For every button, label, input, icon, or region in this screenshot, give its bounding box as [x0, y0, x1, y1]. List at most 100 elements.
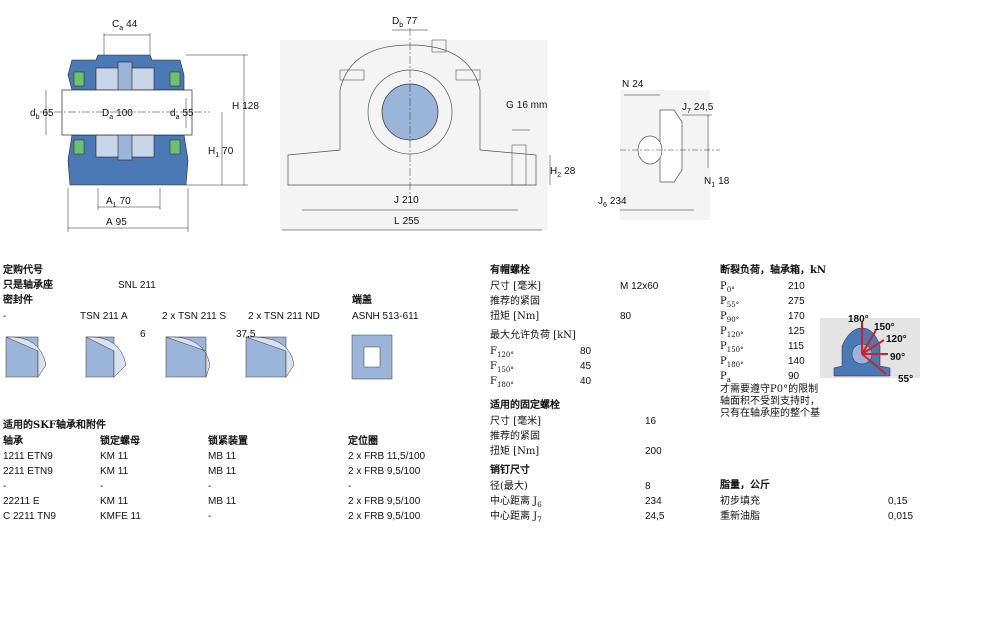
ca-symbol: C [112, 19, 119, 30]
accessories-cell: MB 11 [208, 466, 237, 477]
svg-text:G16 mm: G16 mm [506, 100, 547, 111]
dowel-label: 中心距离 J7 [490, 511, 542, 524]
seal-option: 2 x TSN 211 S [162, 311, 227, 322]
cap-bolts-label: 尺寸 [毫米] [490, 281, 541, 292]
seal-option: 2 x TSN 211 ND [248, 311, 320, 322]
grease-title: 脂量，公斤 [720, 480, 770, 491]
accessories-cell: KM 11 [100, 496, 129, 507]
designation-title: 定购代号 [3, 265, 43, 276]
breaking-load-label: P150° [720, 341, 744, 354]
accessories-title: 适用的SKF轴承和附件 [3, 420, 107, 431]
end-cover-label: 端盖 [352, 295, 372, 306]
grease-value: 0,15 [888, 496, 908, 507]
accessories-cell: 22211 E [3, 496, 40, 507]
cap-bolts-label: 推荐的紧固 [490, 296, 540, 307]
breaking-load-value: 210 [788, 281, 805, 292]
seal-dim-6: 6 [140, 329, 146, 340]
seal-thumbnails: 6 37,5 [5, 329, 393, 380]
seal-thumb-none [5, 336, 47, 378]
seal-thumb-tsn-nd [245, 336, 295, 378]
cap-bolts-label: 扭矩 [Nm] [490, 311, 540, 322]
angle-label: 180° [848, 314, 869, 325]
accessories-cell: C 2211 TN9 [3, 511, 56, 522]
svg-text:N24: N24 [622, 79, 644, 90]
end-cover-option: ASNH 513-611 [352, 311, 419, 322]
attachment-bolts-title: 适用的固定螺栓 [490, 400, 560, 411]
svg-text:A95: A95 [106, 217, 127, 228]
seal-thumb-tsn-a [85, 336, 127, 378]
grease-label: 初步填充 [720, 496, 760, 507]
attachment-bolts-value: 16 [645, 416, 657, 427]
accessories-cell: 1211 ETN9 [3, 451, 53, 462]
seal-option: TSN 211 A [80, 311, 128, 322]
max-load-title: 最大允许负荷 [kN] [490, 330, 576, 341]
attachment-bolts-label: 扭矩 [Nm] [490, 446, 540, 457]
cap-bolts-value: 80 [620, 311, 632, 322]
breaking-load-value: 125 [788, 326, 805, 337]
accessories-cell: 2211 ETN9 [3, 466, 53, 477]
accessories-cell: KMFE 11 [100, 511, 141, 522]
breaking-load-value: 90 [788, 371, 800, 382]
grease-label: 重新油脂 [720, 511, 760, 522]
breaking-loads-title: 断裂负荷，轴承箱，kN [720, 265, 827, 276]
angle-label: 55° [898, 374, 913, 385]
accessories-cell: MB 11 [208, 451, 237, 462]
breaking-note: 只有在轴承座的整个基 [720, 408, 820, 419]
breaking-note: 轴面积不受到支持时， [720, 396, 820, 407]
max-load-value: 40 [580, 376, 592, 387]
breaking-load-value: 140 [788, 356, 805, 367]
dowel-value: 24,5 [645, 511, 665, 522]
end-cover-thumb [351, 334, 393, 380]
accessories-cell: 2 x FRB 9,5/100 [348, 466, 421, 477]
load-direction-diagram: 180° 150° 120° 90° 55° [820, 314, 920, 385]
dowel-label: 径(最大) [490, 481, 528, 492]
accessories-cell: KM 11 [100, 466, 129, 477]
col-header-locatingring: 定位圈 [348, 436, 378, 447]
max-load-label: F180° [490, 376, 514, 389]
breaking-load-label: P120° [720, 326, 744, 339]
accessories-cell: - [100, 481, 104, 492]
grease-value: 0,015 [888, 511, 914, 522]
max-load-value: 80 [580, 346, 592, 357]
breaking-load-label: P90° [720, 311, 740, 324]
breaking-load-value: 170 [788, 311, 805, 322]
angle-label: 90° [890, 352, 905, 363]
seal-option: - [3, 311, 7, 322]
breaking-load-value: 115 [788, 341, 804, 352]
housing-value: SNL 211 [118, 280, 156, 291]
accessories-cell: 2 x FRB 9,5/100 [348, 511, 421, 522]
seal-dim-37: 37,5 [236, 329, 256, 340]
breaking-load-label: P180° [720, 356, 744, 369]
breaking-load-label: P55° [720, 296, 740, 309]
accessories-cell: KM 11 [100, 451, 129, 462]
housing-label: 只是轴承座 [3, 280, 53, 291]
accessories-cell: - [208, 511, 212, 522]
seals-label: 密封件 [3, 295, 33, 306]
attachment-bolts-label: 推荐的紧固 [490, 431, 540, 442]
attachment-bolts-label: 尺寸 [毫米] [490, 416, 541, 427]
dowel-title: 销钉尺寸 [490, 465, 530, 476]
dowel-label: 中心距离 J6 [490, 496, 542, 509]
cap-bolts-value: M 12x60 [620, 281, 659, 292]
dowel-value: 234 [645, 496, 662, 507]
max-load-label: F150° [490, 361, 514, 374]
seal-thumb-tsn-s [165, 336, 211, 378]
accessories-cell: - [3, 481, 7, 492]
accessories-cell: - [208, 481, 212, 492]
max-load-label: F120° [490, 346, 514, 359]
breaking-note: 才需要遵守P0°的限制 [720, 384, 819, 395]
